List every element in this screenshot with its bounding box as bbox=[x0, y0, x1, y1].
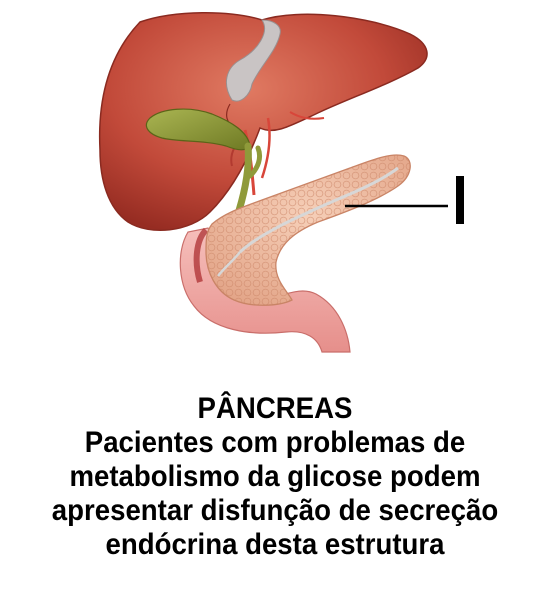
anatomy-illustration bbox=[98, 12, 464, 353]
caption: PÂNCREAS Pacientes com problemas de meta… bbox=[22, 392, 528, 562]
caption-line-4: endócrina desta estrutura bbox=[105, 528, 445, 561]
pointer bbox=[345, 176, 464, 224]
caption-title: PÂNCREAS bbox=[197, 392, 353, 425]
caption-line-3: apresentar disfunção de secreção bbox=[51, 494, 499, 527]
caption-line-2: metabolismo da glicose podem bbox=[69, 460, 481, 493]
pancreas bbox=[205, 154, 411, 306]
caption-line-1: Pacientes com problemas de bbox=[84, 426, 466, 459]
